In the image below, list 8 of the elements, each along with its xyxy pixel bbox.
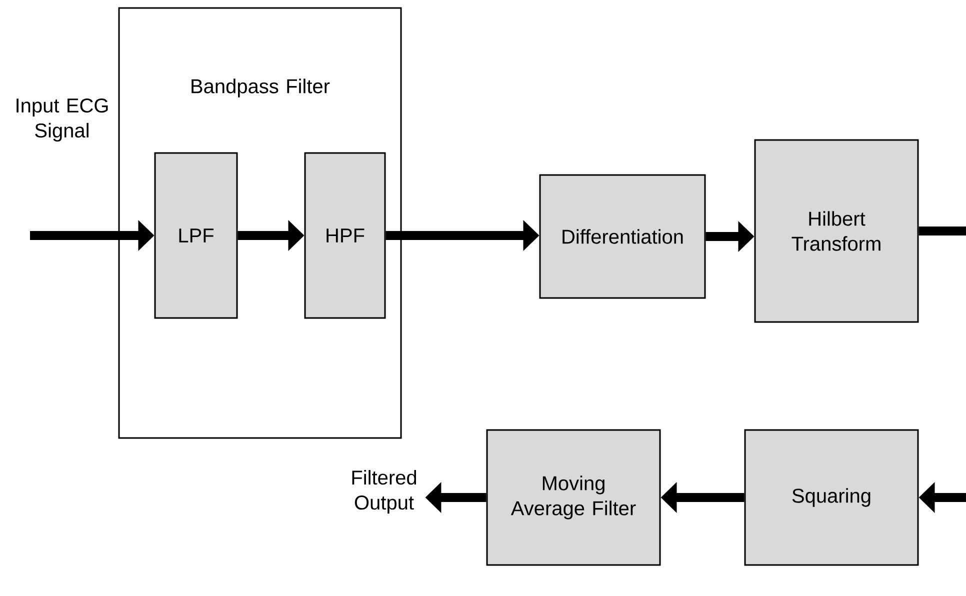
io-label: Filtered Output: [352, 470, 416, 514]
io-label: Input ECG Signal: [16, 98, 108, 142]
process-box: HPF: [304, 152, 386, 319]
process-box: Squaring: [744, 429, 919, 566]
process-box: Differentiation: [539, 174, 706, 299]
process-box: Moving Average Filter: [486, 429, 661, 566]
process-box: LPF: [154, 152, 238, 319]
process-box: Hilbert Transform: [754, 139, 919, 323]
